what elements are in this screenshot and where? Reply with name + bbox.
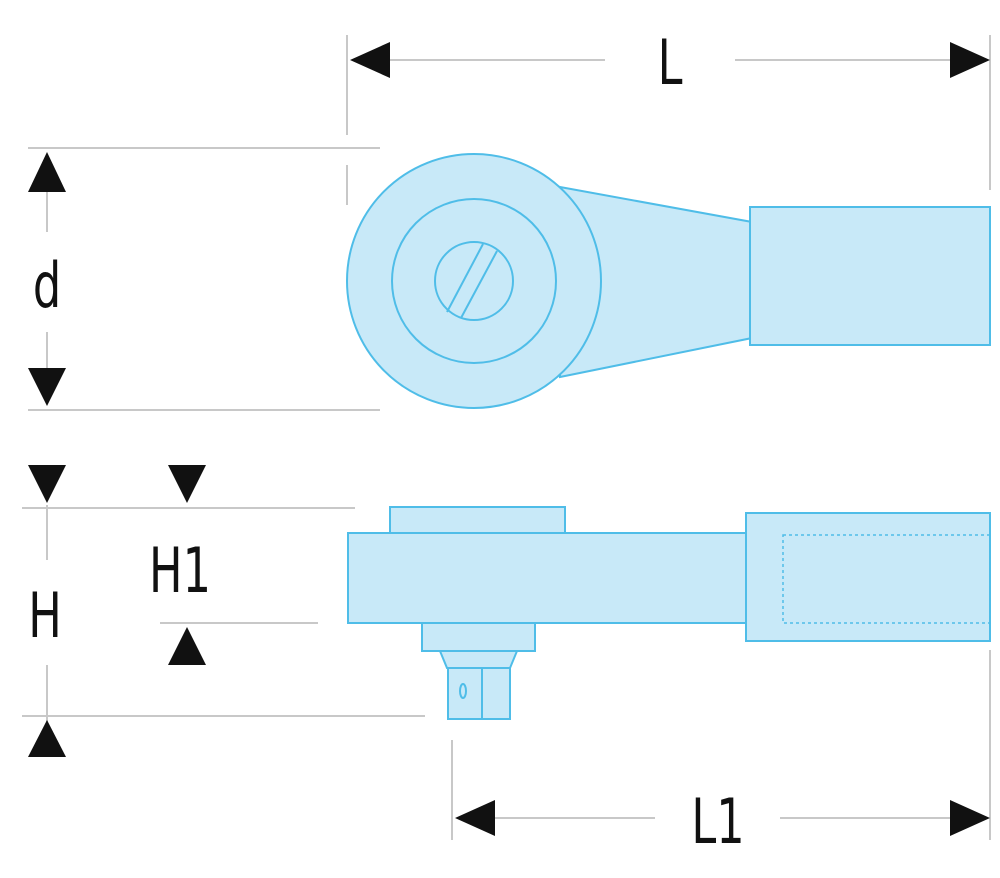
dimension-H1-arrow-bottom (168, 627, 206, 665)
dimension-d: d (28, 152, 66, 406)
dimension-H1-arrow-top (168, 465, 206, 503)
dimension-d-arrow-top (28, 152, 66, 192)
ratchet-body-side (347, 532, 749, 624)
dimension-d-label: d (33, 250, 61, 322)
ratchet-top-view (346, 153, 991, 409)
ratchet-handle-top (749, 206, 991, 346)
dimension-L1-arrow-right (950, 800, 990, 836)
ratchet-selector-slot-b (460, 250, 498, 319)
dimension-L1-arrow-left (455, 800, 495, 836)
ratchet-head-inner-ring (391, 198, 557, 364)
dimension-H-arrow-bottom (28, 720, 66, 757)
ratchet-side-view (347, 506, 991, 720)
dimension-H-label: H (28, 580, 62, 652)
dimension-L: L (350, 27, 990, 99)
dimension-H1: H1 (149, 465, 211, 665)
dimension-H: H (28, 465, 66, 757)
dimension-H-arrow-top (28, 465, 66, 503)
dimension-H1-label: H1 (149, 535, 211, 607)
square-drive-ball-detent (459, 683, 467, 699)
dimension-L1-label: L1 (691, 786, 744, 858)
ratchet-handle-grip-outline (782, 534, 991, 624)
dimension-L-label: L (658, 27, 683, 99)
ratchet-square-drive (447, 667, 511, 720)
ratchet-bottom-collar (421, 622, 536, 652)
dimension-L1: L1 (455, 786, 990, 858)
dimension-L-arrow-right (950, 42, 990, 78)
ratchet-selector-knob (434, 241, 514, 321)
ratchet-selector-slot-a (446, 243, 484, 313)
extension-lines (22, 35, 991, 840)
dimension-d-arrow-bottom (28, 368, 66, 406)
ratchet-top-cap (389, 506, 566, 535)
dimension-L-arrow-left (350, 42, 390, 78)
ratchet-drive-taper (438, 650, 519, 669)
